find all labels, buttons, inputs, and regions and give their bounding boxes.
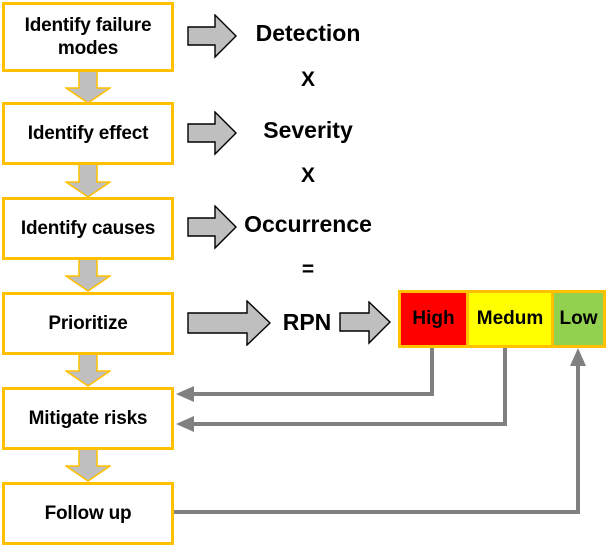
- process-box-identify-causes[interactable]: Identify causes: [2, 197, 174, 260]
- formula-operator-equals: =: [301, 258, 315, 281]
- down-block-arrow-icon: [65, 448, 111, 482]
- process-box-label: Identify effect: [27, 122, 149, 144]
- connector-followup-to-low: [174, 348, 586, 514]
- formula-term-detection: Detection: [255, 20, 361, 46]
- down-block-arrow-icon: [65, 353, 111, 387]
- process-box-follow-up[interactable]: Follow up: [2, 482, 174, 545]
- down-block-arrow-icon: [65, 70, 111, 104]
- risk-cell-medium[interactable]: Medum: [469, 293, 554, 345]
- process-box-label: Prioritize: [48, 312, 128, 334]
- right-block-arrow-icon: [187, 300, 271, 346]
- connector-high-to-mitigate: [176, 348, 434, 402]
- risk-cell-label: High: [412, 308, 455, 329]
- right-block-arrow-icon: [187, 14, 237, 59]
- process-box-prioritize[interactable]: Prioritize: [2, 292, 174, 355]
- formula-result-rpn: RPN: [282, 309, 332, 335]
- process-box-label: Identify failure modes: [24, 14, 152, 59]
- right-block-arrow-icon: [339, 301, 391, 345]
- formula-term-severity: Severity: [263, 117, 353, 143]
- risk-cell-label: Low: [559, 308, 598, 329]
- risk-rating-bar: High Medum Low: [398, 290, 606, 348]
- down-block-arrow-icon: [65, 258, 111, 292]
- formula-operator-multiply: X: [300, 164, 315, 187]
- risk-cell-label: Medum: [476, 308, 544, 329]
- right-block-arrow-icon: [187, 111, 237, 156]
- connector-medium-to-mitigate: [176, 348, 507, 432]
- process-box-label: Mitigate risks: [28, 407, 148, 429]
- down-block-arrow-icon: [65, 164, 111, 198]
- process-box-identify-effect[interactable]: Identify effect: [2, 102, 174, 165]
- formula-term-occurrence: Occurrence: [244, 211, 372, 237]
- risk-cell-low[interactable]: Low: [554, 293, 603, 345]
- right-block-arrow-icon: [187, 205, 237, 250]
- process-box-label: Identify causes: [20, 217, 156, 239]
- process-box-label: Follow up: [44, 502, 132, 524]
- formula-operator-multiply: X: [300, 68, 315, 91]
- process-box-mitigate-risks[interactable]: Mitigate risks: [2, 387, 174, 450]
- risk-cell-high[interactable]: High: [401, 293, 469, 345]
- process-box-identify-failure-modes[interactable]: Identify failure modes: [2, 2, 174, 72]
